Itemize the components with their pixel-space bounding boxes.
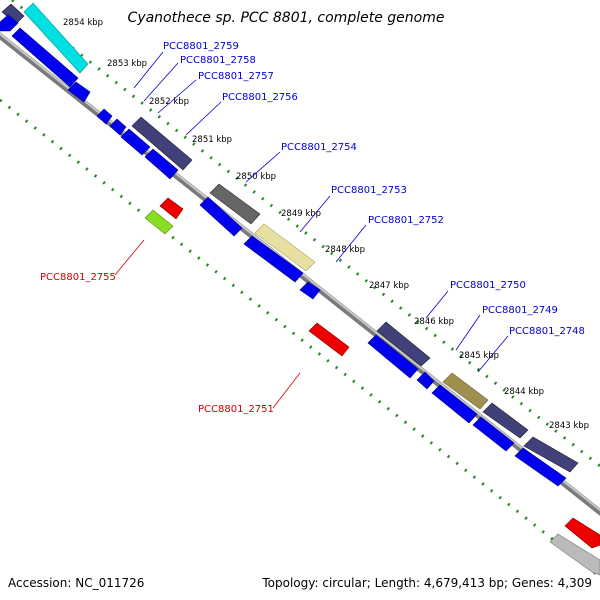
gene-feature-red[interactable] [159,197,184,220]
gene-label[interactable]: PCC8801_2759 [163,41,239,52]
gene-feature-blue[interactable] [120,128,151,156]
gene-feature-blue[interactable] [243,235,304,283]
gene-feature-gray[interactable] [209,183,261,225]
gene-feature-gray[interactable] [549,533,600,576]
reverse-leader-lines [114,239,301,409]
gene-feature-blue[interactable] [514,447,567,487]
gene-feature-blue[interactable] [96,108,113,125]
gene-label[interactable]: PCC8801_2753 [331,185,407,196]
gene-feature-blue[interactable] [11,27,79,88]
forward-leader-lines [133,51,509,373]
gene-label[interactable]: PCC8801_2750 [450,280,526,291]
gene-feature-pale[interactable] [254,223,316,272]
gene-feature-blue[interactable] [0,14,19,32]
gene-feature-blue[interactable] [144,148,179,180]
gene-feature-tan[interactable] [442,372,489,410]
gene-feature-blue[interactable] [67,81,91,103]
tick-label: 2851 kbp [192,135,232,145]
tick-label: 2852 kbp [149,97,189,107]
tick-label: 2853 kbp [107,59,147,69]
gene-feature-blue[interactable] [367,334,419,379]
gene-label[interactable]: PCC8801_2756 [222,92,298,103]
gene-feature-blue[interactable] [109,118,127,136]
tick-label: 2849 kbp [281,209,321,219]
gene-label[interactable]: PCC8801_2755 [40,272,116,283]
upper-tick-rail [11,0,600,468]
gene-feature-blue[interactable] [472,416,515,452]
gene-feature-blue[interactable] [199,196,243,237]
tick-label: 2854 kbp [63,18,103,28]
gene-label[interactable]: PCC8801_2754 [281,142,357,153]
tick-label: 2846 kbp [414,317,454,327]
gene-label[interactable]: PCC8801_2748 [509,326,585,337]
gene-feature-blue[interactable] [299,281,321,300]
gene-feature-dark[interactable] [376,321,431,367]
gene-feature-red[interactable] [564,517,600,549]
tick-label: 2847 kbp [369,281,409,291]
gene-feature-dark[interactable] [523,436,579,473]
tick-label: 2844 kbp [504,387,544,397]
gene-label[interactable]: PCC8801_2751 [198,404,274,415]
gene-label[interactable]: PCC8801_2749 [482,305,558,316]
gene-feature-blue[interactable] [416,371,435,390]
map-title: Cyanothece sp. PCC 8801, complete genome [128,10,445,26]
gene-feature-green[interactable] [144,209,174,235]
gene-feature-red[interactable] [308,322,350,357]
gene-label[interactable]: PCC8801_2757 [198,71,274,82]
tick-label: 2848 kbp [325,245,365,255]
tick-label: 2845 kbp [459,351,499,361]
gene-feature-blue[interactable] [431,384,478,424]
gene-feature-dark[interactable] [482,402,529,439]
tick-label: 2843 kbp [549,421,589,431]
gene-feature-cyan[interactable] [23,2,89,74]
lower-tick-rail [0,98,600,579]
gene-label[interactable]: PCC8801_2758 [180,55,256,66]
gene-label[interactable]: PCC8801_2752 [368,215,444,226]
accession-text: Accession: NC_011726 [8,576,145,590]
topology-text: Topology: circular; Length: 4,679,413 bp… [262,576,592,590]
gene-feature-dark[interactable] [131,116,193,171]
tick-label: 2850 kbp [236,172,276,182]
